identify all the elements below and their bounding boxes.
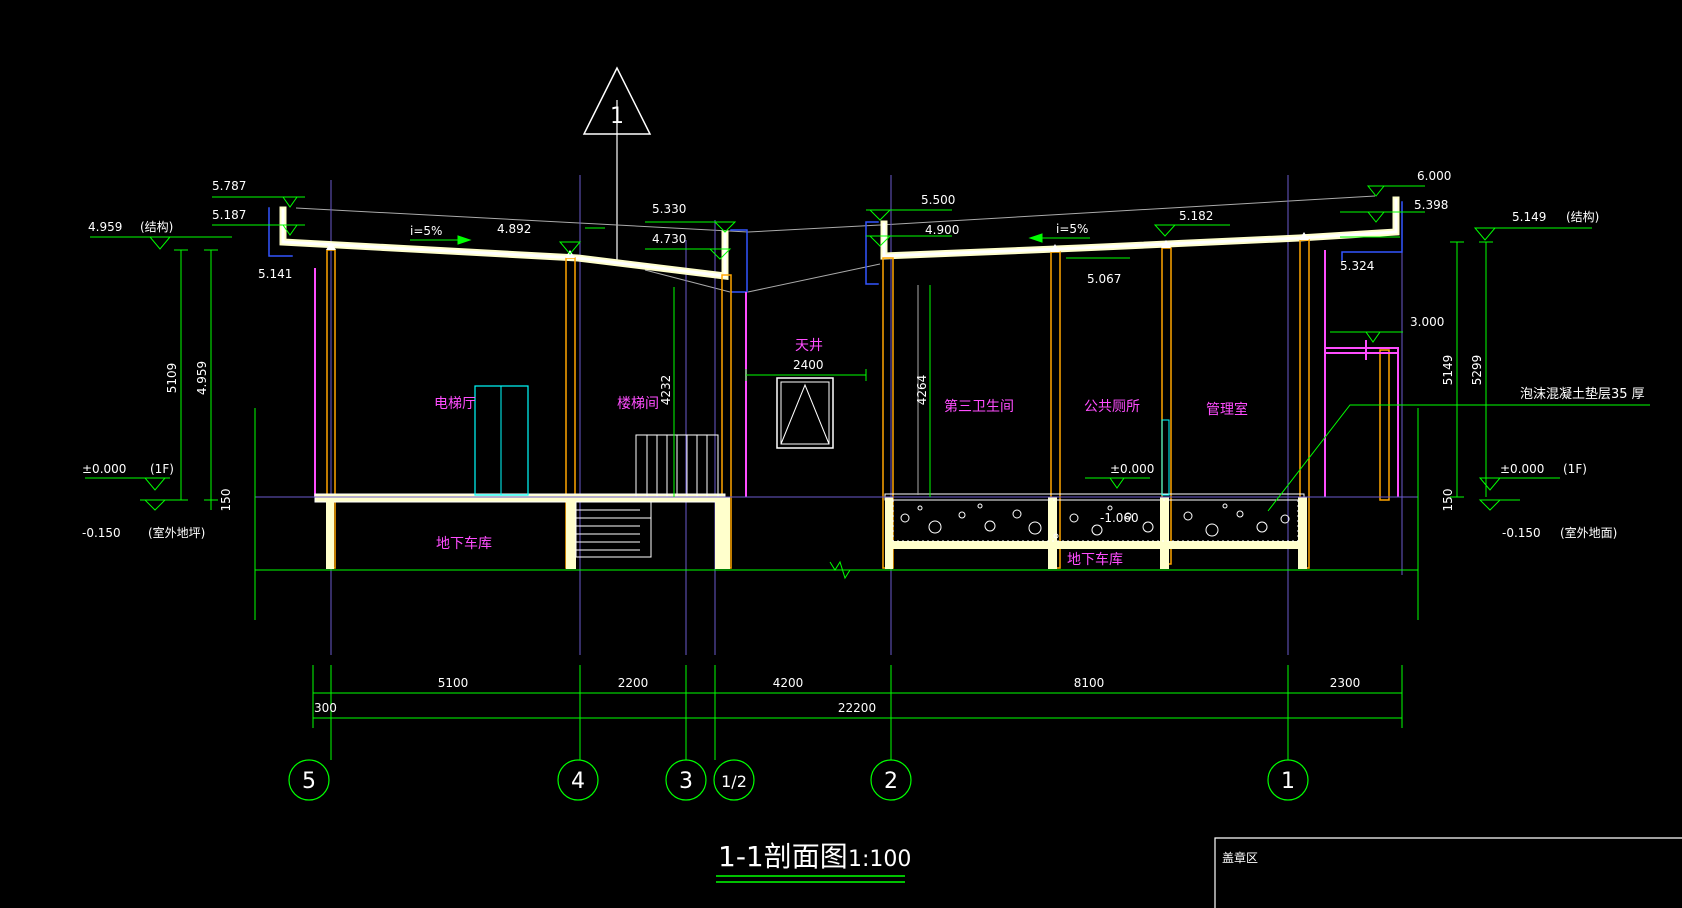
foam-note: 泡沫混凝土垫层35 厚	[1267, 386, 1650, 512]
openings	[474, 285, 1170, 496]
axis-bubbles: 5 4 3 1/2 2 1	[288, 759, 1309, 801]
axis-5-label: 5	[302, 769, 316, 794]
section-marker: 1	[582, 66, 652, 262]
vertical-dimensions	[174, 241, 1493, 510]
elev-left-valley: 4.730	[652, 232, 686, 246]
elev-left-eave: 5.141	[258, 267, 292, 281]
elev-left-top: 5.787	[212, 179, 246, 193]
dim-seg-1: 5100	[438, 676, 469, 690]
dim-seg-3: 4200	[773, 676, 804, 690]
dim-right-base: 150	[1441, 489, 1455, 512]
elev-left-struct: 4.959	[88, 220, 122, 234]
elev-right-floor: ±0.000	[1500, 462, 1544, 476]
dim-seg-5: 2300	[1330, 676, 1361, 690]
walls	[314, 250, 1399, 497]
elev-right-mid-low: 5.067	[1087, 272, 1121, 286]
dim-left-base: 150	[219, 489, 233, 512]
room-courtyard: 天井	[795, 338, 823, 354]
elev-right-roof: 5.398	[1414, 198, 1448, 212]
title-scale: 1:100	[848, 847, 911, 872]
roof-reference-lines	[295, 195, 1376, 293]
dim-right-total: 5149	[1441, 355, 1455, 386]
elev-left-valley-top: 5.330	[652, 202, 686, 216]
elev-left-struct-note: (结构)	[140, 219, 173, 234]
dim-stair-height: 4232	[659, 375, 673, 406]
elev-right-valley-top: 5.500	[921, 193, 955, 207]
elev-mid-floor: ±0.000	[1110, 462, 1154, 476]
dim-offset: 300	[314, 701, 337, 715]
vertical-dim-text: 5109 4.959 150 4232 4264 5149 5299 150	[165, 355, 1484, 512]
elevation-labels: 5.787 5.187 4.959 (结构) 5.141 i=5% 4.892 …	[82, 169, 1617, 540]
elev-right-eave: 5.324	[1340, 259, 1374, 273]
room-public-toilet: 公共厕所	[1084, 399, 1140, 415]
room-elevator-hall: 电梯厅	[434, 396, 476, 412]
dim-right-outer: 5299	[1470, 355, 1484, 386]
dim-total: 22200	[838, 701, 876, 715]
elev-left-mid: 4.892	[497, 222, 531, 236]
elev-right-ground-note: (室外地面)	[1560, 525, 1617, 540]
title-text: 1-1剖面图	[718, 840, 848, 873]
courtyard-width: 2400	[793, 358, 824, 372]
elevation-markers	[85, 185, 1592, 511]
drawing-title: 1-1剖面图 1:100	[716, 840, 911, 883]
axis-half-2-label: 1/2	[721, 772, 747, 791]
elev-right-mid: 5.182	[1179, 209, 1213, 223]
section-marker-label: 1	[610, 104, 624, 129]
roof-slabs	[268, 196, 1403, 293]
dim-mid-height: 4264	[915, 375, 929, 406]
room-garage-left: 地下车库	[436, 535, 492, 552]
elev-left-floor: ±0.000	[82, 462, 126, 476]
elev-mid-sub: -1.060	[1100, 511, 1139, 525]
axis-1-label: 1	[1281, 769, 1295, 794]
room-bathroom3: 第三卫生间	[944, 398, 1014, 415]
horizontal-dimensions	[312, 665, 1403, 760]
elev-left-floor-note: (1F)	[150, 462, 174, 476]
room-stair-hall: 楼梯间	[617, 396, 659, 412]
axis-4-label: 4	[571, 769, 585, 794]
horizontal-dim-text: 5100 2200 4200 8100 2300 300 22200	[314, 676, 1360, 715]
dim-seg-2: 2200	[618, 676, 649, 690]
elev-right-struct-note: (结构)	[1566, 209, 1599, 224]
foam-fill	[892, 499, 1299, 542]
elev-right-top: 6.000	[1417, 169, 1451, 183]
elev-right-valley: 4.900	[925, 223, 959, 237]
elev-right-floor-note: (1F)	[1563, 462, 1587, 476]
courtyard-dim	[745, 369, 867, 381]
foam-note-text: 泡沫混凝土垫层35 厚	[1520, 386, 1645, 402]
axis-2-label: 2	[884, 769, 898, 794]
slope-left: i=5%	[410, 224, 442, 238]
dim-left-total: 5109	[165, 363, 179, 394]
slope-right: i=5%	[1056, 222, 1088, 236]
elev-right-struct: 5.149	[1512, 210, 1546, 224]
axis-3-label: 3	[679, 769, 693, 794]
elev-left-roof: 5.187	[212, 208, 246, 222]
stamp-label: 盖章区	[1222, 850, 1258, 865]
elev-left-ground: -0.150	[82, 526, 121, 540]
elev-left-ground-note: (室外地坪)	[148, 525, 205, 540]
dim-seg-4: 8100	[1074, 676, 1105, 690]
room-garage-right: 地下车库	[1067, 551, 1123, 568]
dim-left-inner: 4.959	[195, 361, 209, 395]
elev-canopy: 3.000	[1410, 315, 1444, 329]
stamp-box: 盖章区	[1214, 837, 1682, 908]
room-labels: 电梯厅 楼梯间 天井 2400 第三卫生间 公共厕所 管理室 地下车库 地下车库	[434, 338, 1248, 568]
elev-right-ground: -0.150	[1502, 526, 1541, 540]
floor-structure	[254, 408, 1419, 620]
room-management: 管理室	[1206, 401, 1248, 418]
